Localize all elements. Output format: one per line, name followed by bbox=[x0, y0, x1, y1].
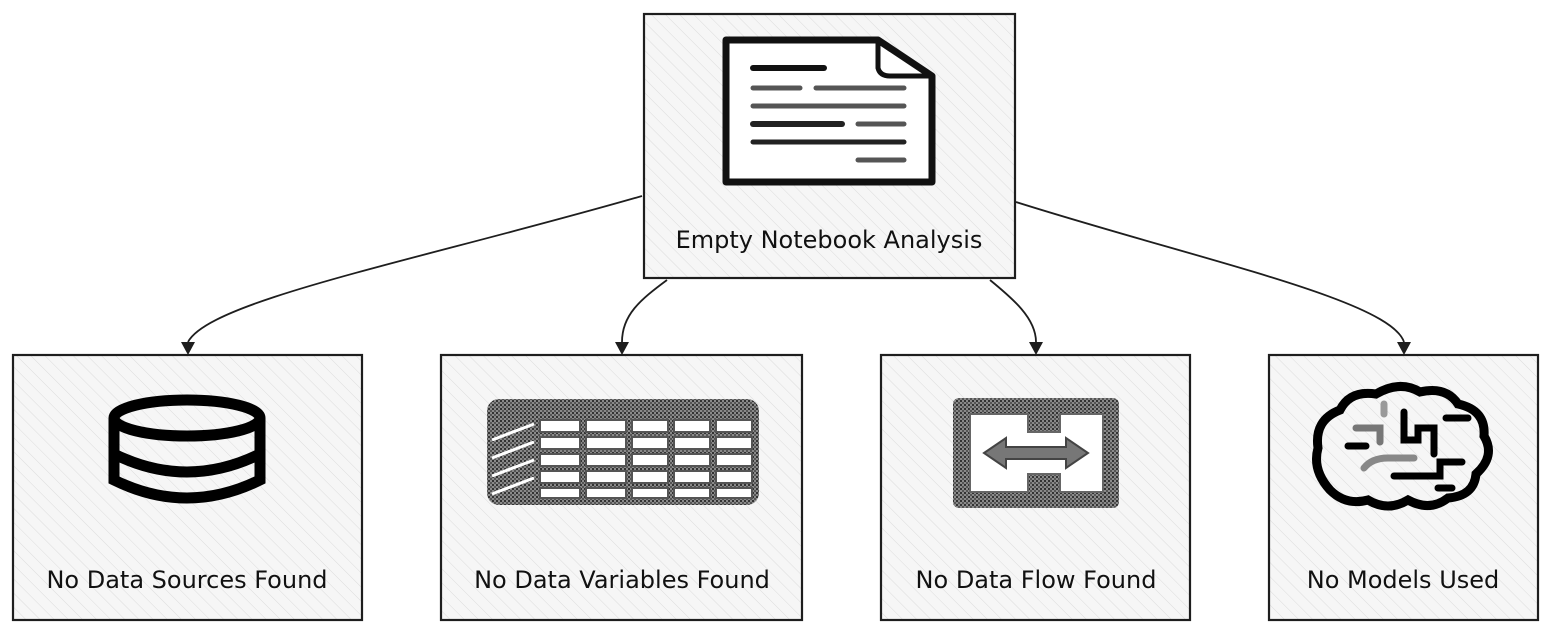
arrowhead-data-sources bbox=[181, 342, 195, 355]
brain-circuit-icon bbox=[1312, 382, 1493, 511]
root-node: Empty Notebook Analysis bbox=[642, 12, 1017, 280]
child-node-data-sources: No Data Sources Found bbox=[11, 353, 364, 622]
document-icon bbox=[722, 36, 936, 186]
child-label-data-sources: No Data Sources Found bbox=[46, 566, 327, 594]
child-node-data-flow: No Data Flow Found bbox=[879, 353, 1192, 622]
child-node-models: No Models Used bbox=[1267, 353, 1540, 622]
child-node-models-box bbox=[1267, 353, 1540, 622]
arrowhead-data-variables bbox=[615, 342, 629, 355]
edge-root-to-data-flow bbox=[989, 279, 1037, 343]
data-flow-arrows-icon bbox=[953, 398, 1119, 508]
arrowhead-data-flow bbox=[1029, 342, 1043, 355]
table-grid-icon bbox=[487, 399, 759, 505]
edge-root-to-models bbox=[1015, 201, 1405, 343]
child-label-models: No Models Used bbox=[1307, 566, 1500, 594]
arrowhead-models bbox=[1397, 342, 1411, 355]
root-node-label: Empty Notebook Analysis bbox=[676, 226, 983, 254]
database-icon bbox=[108, 394, 266, 504]
edges bbox=[181, 195, 1411, 355]
edge-root-to-data-variables bbox=[621, 279, 668, 343]
child-node-data-variables: No Data Variables Found bbox=[439, 353, 804, 622]
child-label-data-variables: No Data Variables Found bbox=[474, 566, 770, 594]
edge-root-to-data-sources bbox=[187, 195, 643, 343]
child-label-data-flow: No Data Flow Found bbox=[916, 566, 1157, 594]
